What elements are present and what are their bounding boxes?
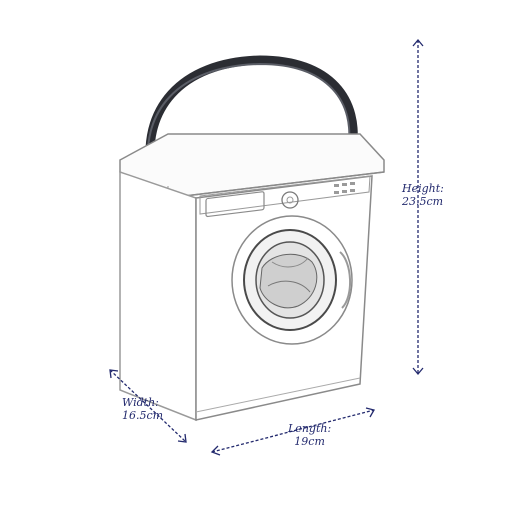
height-label: Height: 23.5cm xyxy=(402,182,444,208)
height-dimension-line xyxy=(412,38,424,376)
length-dimension-line xyxy=(210,407,375,456)
door-outer-ring xyxy=(231,215,353,345)
width-label-title: Width: xyxy=(122,396,159,409)
length-label: Length: 19cm xyxy=(288,422,331,448)
control-panel xyxy=(199,175,371,215)
height-label-title: Height: xyxy=(402,182,444,195)
program-dial xyxy=(281,191,299,209)
length-label-value: 19cm xyxy=(294,435,325,448)
control-buttons xyxy=(334,182,355,194)
door-handle xyxy=(339,251,352,309)
width-dimension-line xyxy=(109,369,187,443)
carry-handle-highlight xyxy=(146,62,351,177)
box-base xyxy=(195,377,361,413)
width-label: Width: 16.5cm xyxy=(122,396,163,422)
height-label-value: 23.5cm xyxy=(402,195,444,208)
carry-handle xyxy=(145,55,358,181)
detergent-drawer xyxy=(205,191,265,218)
width-label-value: 16.5cm xyxy=(122,409,164,422)
box-side-panel xyxy=(119,170,197,422)
length-label-title: Length: xyxy=(288,422,332,435)
